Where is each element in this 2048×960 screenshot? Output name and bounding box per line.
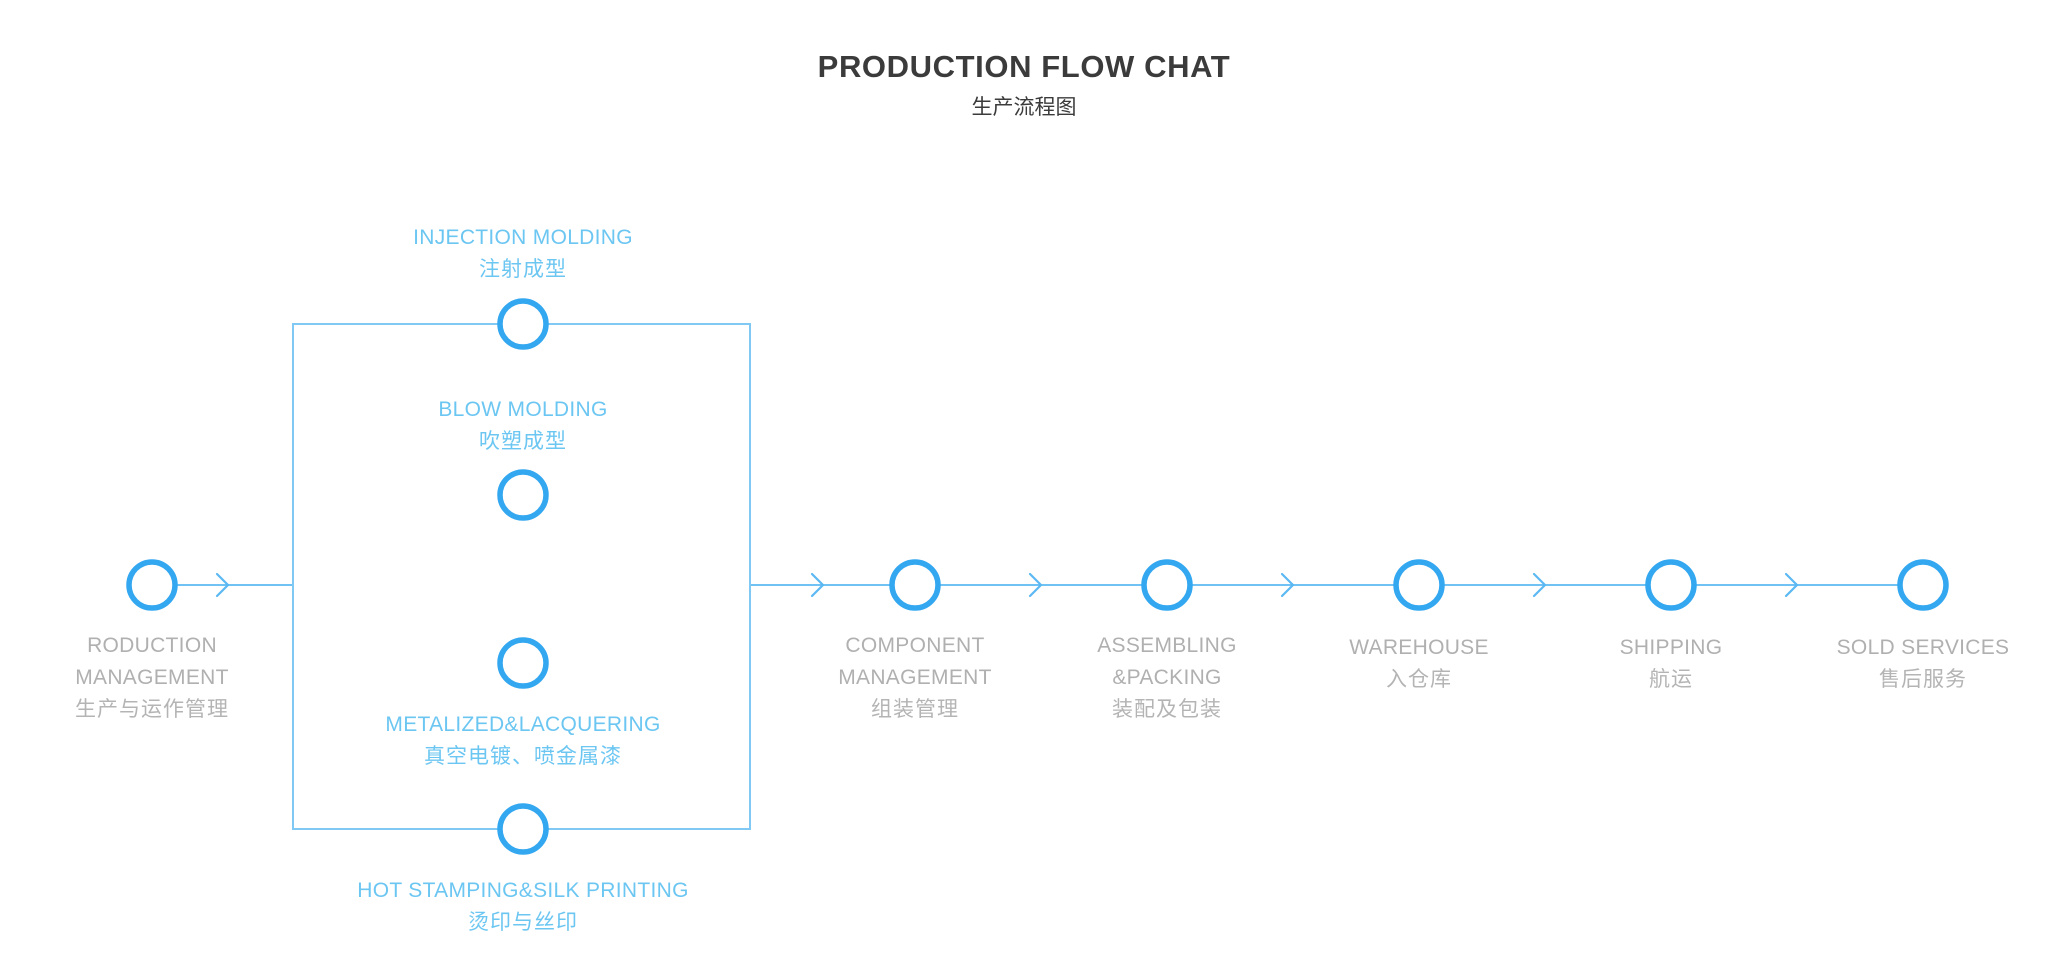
conn-component-to-assembling-arrow-icon — [1028, 572, 1043, 598]
node-label-sold-services: SOLD SERVICES 售后服务 — [1623, 632, 2048, 696]
node-label-injection-molding-line-1: INJECTION MOLDING — [413, 226, 633, 249]
conn-box-to-component-arrow-icon — [810, 572, 825, 598]
conn-box-to-component — [750, 572, 892, 598]
node-label-injection-molding-line-2: 注射成型 — [479, 257, 567, 281]
node-label-metalized-lacquering-line-2: 真空电镀、喷金属漆 — [424, 744, 622, 768]
node-circle-group — [126, 298, 1949, 855]
node-label-injection-molding: INJECTION MOLDING 注射成型 — [223, 222, 823, 286]
node-label-production-management: RODUCTION MANAGEMENT 生产与运作管理 — [0, 630, 452, 726]
page-subtitle: 生产流程图 — [971, 96, 1077, 120]
conn-warehouse-to-shipping — [1442, 572, 1648, 598]
node-circle-blow-molding[interactable] — [497, 469, 549, 521]
node-circle-injection-molding[interactable] — [497, 298, 549, 350]
conn-assembling-to-warehouse-arrow-icon — [1280, 572, 1295, 598]
node-label-blow-molding-line-1: BLOW MOLDING — [438, 398, 608, 421]
node-circle-shipping[interactable] — [1645, 559, 1697, 611]
node-label-sold-services-line-2: 售后服务 — [1879, 667, 1967, 691]
node-circle-hot-stamping-silk-printing[interactable] — [497, 803, 549, 855]
node-label-metalized-lacquering-line-1: METALIZED&LACQUERING — [385, 713, 661, 736]
node-label-blow-molding-line-2: 吹塑成型 — [479, 429, 567, 453]
conn-production-to-box-arrow-icon — [215, 572, 230, 598]
node-label-shipping-line-1: SHIPPING — [1619, 636, 1723, 659]
node-label-shipping: SHIPPING 航运 — [1371, 632, 1971, 696]
node-circle-sold-services[interactable] — [1897, 559, 1949, 611]
node-label-component-management-line-2: MANAGEMENT — [838, 665, 992, 689]
node-label-hot-stamping-silk-printing-line-2: 烫印与丝印 — [468, 910, 578, 934]
node-label-sold-services-line-1: SOLD SERVICES — [1836, 636, 2010, 659]
node-label-assembling-packing-line-1: ASSEMBLING — [1097, 634, 1237, 657]
conn-shipping-to-sold-arrow-icon — [1784, 572, 1799, 598]
node-label-assembling-packing: ASSEMBLING&PACKING 装配及包装 — [867, 630, 1467, 726]
node-label-production-management-line-2: MANAGEMENT — [75, 665, 229, 689]
node-label-blow-molding: BLOW MOLDING 吹塑成型 — [223, 394, 823, 458]
node-circle-component-management[interactable] — [889, 559, 941, 611]
connector-group — [175, 572, 1900, 598]
conn-assembling-to-warehouse — [1190, 572, 1396, 598]
page-title-block: PRODUCTION FLOW CHAT 生产流程图 — [0, 48, 2048, 120]
conn-warehouse-to-shipping-arrow-icon — [1532, 572, 1547, 598]
node-label-metalized-lacquering: METALIZED&LACQUERING 真空电镀、喷金属漆 — [223, 709, 823, 773]
conn-production-to-box — [175, 572, 293, 598]
node-circle-warehouse[interactable] — [1393, 559, 1445, 611]
node-circle-assembling-packing[interactable] — [1141, 559, 1193, 611]
node-label-component-management-line-1: COMPONENT — [845, 634, 985, 657]
node-label-component-management-line-3: 组装管理 — [871, 697, 959, 721]
node-label-warehouse-line-1: WAREHOUSE — [1349, 636, 1489, 659]
node-label-hot-stamping-silk-printing: HOT STAMPING&SILK PRINTING 烫印与丝印 — [223, 875, 823, 939]
node-label-component-management: COMPONENT MANAGEMENT 组装管理 — [615, 630, 1215, 726]
node-circle-metalized-lacquering[interactable] — [497, 637, 549, 689]
node-label-production-management-line-3: 生产与运作管理 — [75, 697, 229, 721]
node-label-warehouse: WAREHOUSE 入仓库 — [1119, 632, 1719, 696]
node-circle-production-management[interactable] — [126, 559, 178, 611]
node-label-warehouse-line-2: 入仓库 — [1386, 667, 1452, 691]
node-label-shipping-line-2: 航运 — [1649, 667, 1693, 691]
node-label-assembling-packing-line-3: 装配及包装 — [1112, 697, 1222, 721]
conn-component-to-assembling — [938, 572, 1144, 598]
node-label-hot-stamping-silk-printing-line-1: HOT STAMPING&SILK PRINTING — [357, 879, 689, 902]
page-title: PRODUCTION FLOW CHAT — [817, 49, 1231, 84]
node-label-assembling-packing-line-2: &PACKING — [1112, 665, 1222, 689]
node-label-production-management-line-1: RODUCTION — [87, 634, 217, 657]
conn-shipping-to-sold — [1694, 572, 1900, 598]
